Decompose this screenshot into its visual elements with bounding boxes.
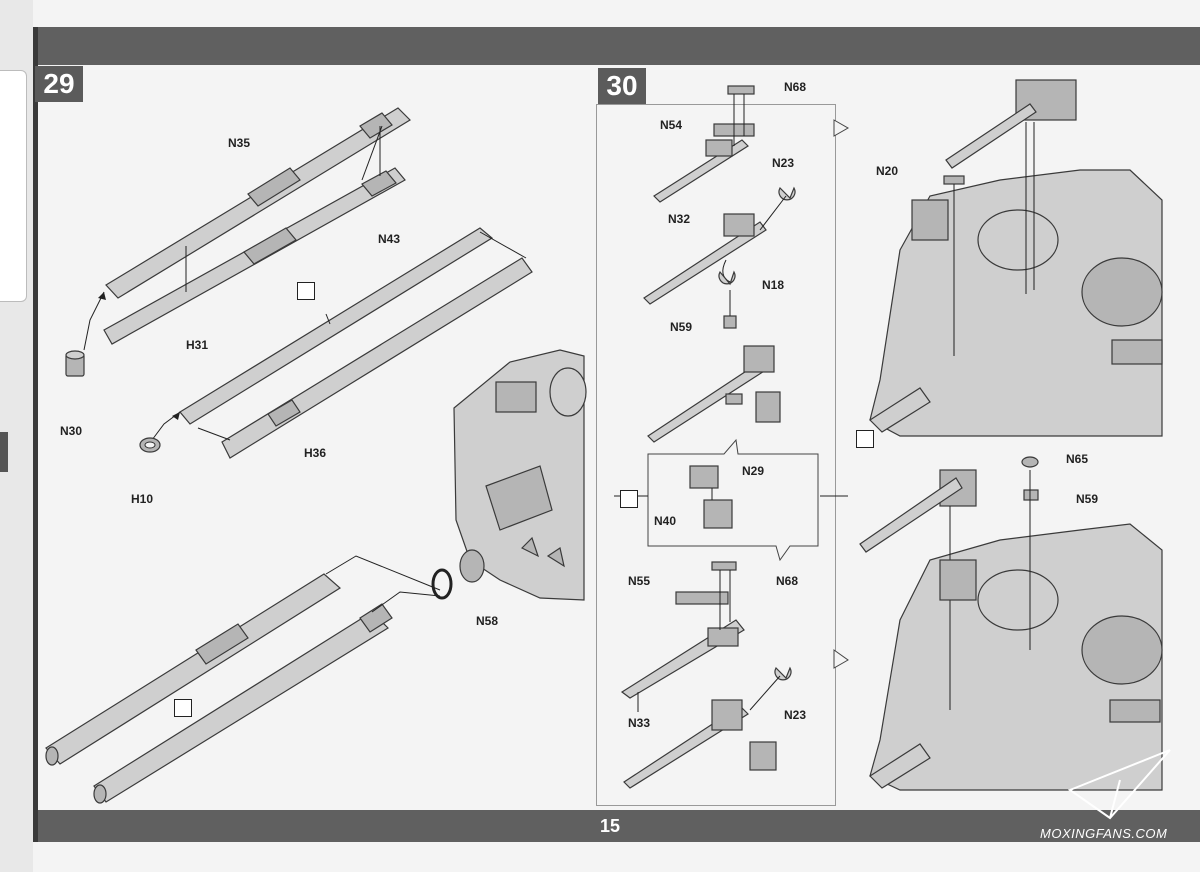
callout-n55: N55 (628, 574, 651, 588)
callout-h10: H10 (131, 492, 154, 506)
callout-n29: N29 (742, 464, 765, 478)
step-29-badge: 29 (35, 66, 83, 102)
turret-step-30-upper (833, 79, 1163, 437)
machine-gun-assembly-5 (623, 666, 792, 789)
callout-h31: H31 (186, 338, 209, 352)
sleeve-n30 (65, 350, 85, 377)
ring-h10 (139, 437, 161, 453)
ring-n58 (431, 568, 453, 600)
footer-band (38, 810, 1200, 842)
foldout-flap (0, 70, 27, 302)
turret-step-30-lower (833, 456, 1163, 791)
barrel-half-h36 (221, 257, 533, 459)
callout-n32: N32 (668, 212, 691, 226)
step-29-drawing (45, 107, 587, 804)
callout-n59-right: N59 (1076, 492, 1099, 506)
callout-n68-bottom: N68 (776, 574, 799, 588)
callout-n65: N65 (1066, 452, 1089, 466)
callout-n33: N33 (628, 716, 651, 730)
callout-n35: N35 (228, 136, 251, 150)
callout-n23-top: N23 (772, 156, 795, 170)
callout-n58: N58 (476, 614, 499, 628)
watermark-text: MOXINGFANS.COM (1040, 826, 1168, 841)
cement-icon (856, 430, 874, 448)
barrel-half-h31 (179, 227, 494, 425)
callout-n59-left: N59 (670, 320, 693, 334)
barrel-half-n35 (105, 107, 411, 299)
step-30-frame (596, 104, 836, 806)
machine-gun-assembly-2 (643, 186, 796, 329)
cement-icon (297, 282, 315, 300)
page-number: 15 (599, 816, 621, 836)
callout-n20: N20 (876, 164, 899, 178)
machine-gun-assembly-3 (647, 345, 781, 443)
callout-n54: N54 (660, 118, 683, 132)
header-band (38, 27, 1200, 65)
callout-n30: N30 (60, 424, 83, 438)
assembled-barrel-upper (45, 573, 342, 766)
callout-n43: N43 (378, 232, 401, 246)
callout-n40: N40 (654, 514, 677, 528)
machine-gun-assembly-4 (620, 561, 745, 712)
callout-n68-top: N68 (784, 80, 807, 94)
assembled-barrel-lower (93, 603, 393, 804)
cement-icon (620, 490, 638, 508)
machine-gun-assembly-1 (653, 85, 755, 203)
step-30-badge: 30 (598, 68, 646, 104)
turret-step-29 (453, 349, 587, 601)
step-30-drawing (614, 79, 1171, 820)
barrel-half-n43 (103, 167, 406, 345)
page-edge-tab (0, 432, 8, 472)
callout-n23-bottom: N23 (784, 708, 807, 722)
callout-h36: H36 (304, 446, 327, 460)
binding-spine (33, 27, 38, 842)
cement-icon (174, 699, 192, 717)
alternate-detail-inset (647, 438, 819, 562)
callout-n18: N18 (762, 278, 785, 292)
watermark-logo (1067, 749, 1171, 820)
